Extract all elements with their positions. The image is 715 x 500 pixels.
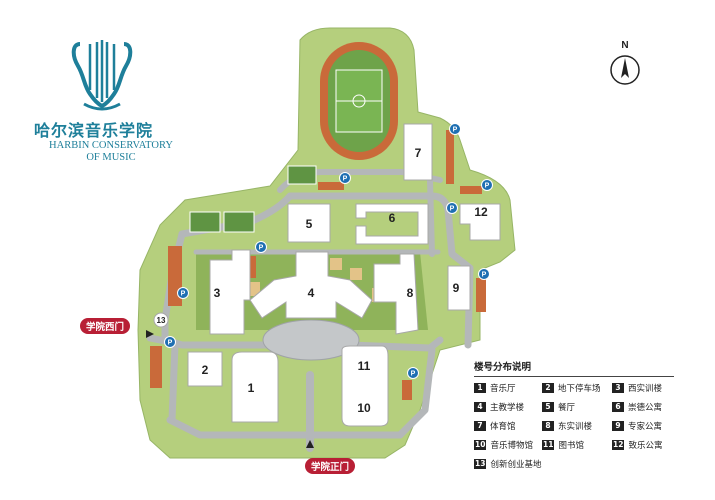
- svg-text:P: P: [411, 371, 416, 378]
- compass-icon: N: [610, 40, 640, 85]
- school-name-en: HARBIN CONSERVATORY OF MUSIC: [36, 140, 186, 164]
- parking-icon: P: [449, 123, 461, 135]
- legend-title: 楼号分布说明: [474, 359, 674, 377]
- buildings[interactable]: [153, 123, 501, 427]
- building-number: 6: [389, 211, 396, 225]
- building-11-10[interactable]: [341, 345, 389, 427]
- building-2[interactable]: [187, 351, 223, 387]
- svg-text:P: P: [482, 272, 487, 279]
- parking-icon: P: [164, 336, 176, 348]
- west-gate-arrow-icon: [146, 330, 154, 338]
- building-4[interactable]: [249, 251, 373, 319]
- building-12[interactable]: [459, 203, 501, 241]
- building-5[interactable]: [287, 203, 331, 243]
- school-name-cn: 哈尔滨音乐学院: [34, 121, 154, 140]
- building-13[interactable]: [153, 312, 169, 328]
- main-gate-label[interactable]: 学院正门: [305, 458, 356, 474]
- building-number: 7: [415, 146, 422, 160]
- svg-text:P: P: [485, 183, 490, 190]
- svg-text:P: P: [453, 127, 458, 134]
- building-number: 10: [357, 401, 371, 415]
- basketball-courts: [189, 165, 317, 233]
- building-9[interactable]: [447, 265, 471, 311]
- building-7[interactable]: [403, 123, 433, 181]
- brick-paths: [150, 130, 486, 400]
- building-number: 2: [202, 363, 209, 377]
- building-number: 12: [474, 205, 488, 219]
- parking-icon: P: [407, 367, 419, 379]
- building-number: 1: [248, 381, 255, 395]
- svg-text:P: P: [450, 206, 455, 213]
- sports-field: [320, 42, 398, 160]
- svg-text:P: P: [181, 291, 186, 298]
- parking-icon: P: [446, 202, 458, 214]
- parking-icon: P: [339, 172, 351, 184]
- parking-icon: P: [255, 241, 267, 253]
- parking-icon: P: [481, 179, 493, 191]
- svg-text:P: P: [168, 340, 173, 347]
- lyre-logo-icon: [71, 40, 133, 111]
- building-1[interactable]: [231, 351, 279, 423]
- school-name-en-line1: HARBIN CONSERVATORY: [49, 140, 173, 151]
- building-8[interactable]: [373, 253, 419, 335]
- building-number: 8: [407, 286, 414, 300]
- building-number: 9: [453, 281, 460, 295]
- svg-text:P: P: [259, 245, 264, 252]
- school-name-en-line2: OF MUSIC: [86, 152, 136, 163]
- building-number: 13: [157, 316, 166, 325]
- building-number: 11: [358, 359, 371, 373]
- parking-icon: P: [177, 287, 189, 299]
- west-gate-label[interactable]: 学院西门: [80, 318, 131, 334]
- building-6[interactable]: [355, 203, 429, 245]
- building-number: 4: [308, 286, 315, 300]
- central-plaza: [262, 319, 360, 361]
- parking-icon: P: [478, 268, 490, 280]
- building-number: 3: [214, 286, 221, 300]
- svg-text:P: P: [343, 176, 348, 183]
- parking-markers: P P P P P P P P P: [164, 123, 493, 379]
- main-gate-arrow-icon: [306, 440, 314, 448]
- building-numbers: 1 2 3 4 5 6 7 8 9 11 10 12 13: [157, 146, 488, 415]
- compass-north-label: N: [621, 40, 628, 51]
- building-number: 5: [306, 217, 313, 231]
